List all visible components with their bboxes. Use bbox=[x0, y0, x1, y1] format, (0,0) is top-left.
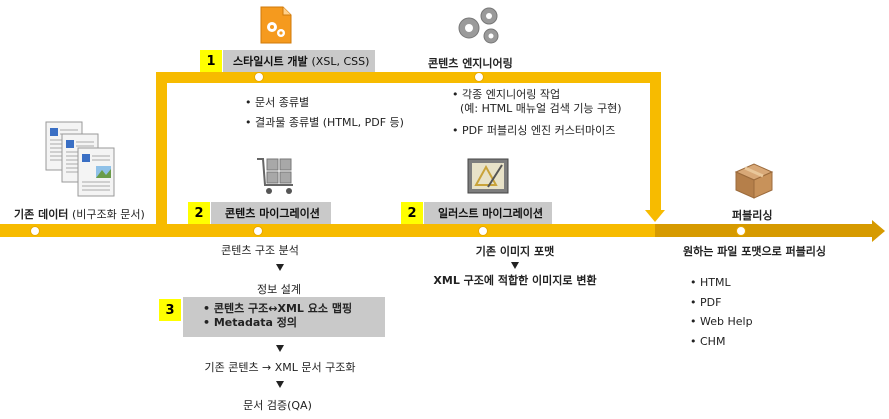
content-step-structure: 기존 콘텐츠 → XML 문서 구조화 bbox=[204, 361, 356, 374]
stylesheet-bullet-2: • 결과물 종류별 (HTML, PDF 등) bbox=[245, 116, 404, 129]
mapping-line-1: • 콘텐츠 구조↔XML 요소 맵핑 bbox=[203, 302, 353, 315]
illustration-migration-title: 일러스트 마이그레이션 bbox=[438, 207, 544, 220]
step-number-2-content: 2 bbox=[188, 202, 210, 224]
stylesheet-subtitle: (XSL, CSS) bbox=[311, 54, 370, 68]
timeline-arrow-dark bbox=[655, 224, 875, 237]
engine-bullet-2: • PDF 퍼블리싱 엔진 커스터마이즈 bbox=[452, 124, 616, 137]
illustration-step-format: 기존 이미지 포맷 bbox=[475, 245, 555, 258]
down-arrow-2 bbox=[276, 345, 284, 352]
publishing-formats: • HTML • PDF • Web Help • CHM bbox=[690, 273, 753, 351]
mapping-box: • 콘텐츠 구조↔XML 요소 맵핑 • Metadata 정의 bbox=[183, 297, 385, 337]
loop-dot-stylesheet bbox=[254, 72, 264, 82]
format-item-pdf: • PDF bbox=[690, 295, 722, 309]
engine-bullets: • 각종 엔지니어링 작업 (예: HTML 매뉴얼 검색 기능 구현) • P… bbox=[452, 88, 622, 138]
engine-title: 콘텐츠 엔지니어링 bbox=[428, 57, 513, 70]
illustration-step-convert: XML 구조에 적합한 이미지로 변환 bbox=[433, 274, 597, 287]
timeline-dot-legacy bbox=[30, 226, 40, 236]
format-item-html: • HTML bbox=[690, 276, 731, 289]
down-arrow-1 bbox=[276, 264, 284, 271]
publishing-title: 퍼블리싱 bbox=[732, 209, 773, 222]
timeline-dot-illustration bbox=[478, 226, 488, 236]
loop-arrowhead bbox=[645, 210, 665, 222]
stylesheet-bullet-1: • 문서 종류별 bbox=[245, 96, 310, 109]
content-step-analysis: 콘텐츠 구조 분석 bbox=[221, 244, 299, 257]
timeline-dot-content bbox=[253, 226, 263, 236]
format-item-chm: • CHM bbox=[690, 334, 726, 348]
mapping-line-2: • Metadata 정의 bbox=[203, 316, 297, 329]
down-arrow-illustration bbox=[511, 262, 519, 269]
gears-icon bbox=[455, 4, 505, 46]
loop-left bbox=[156, 72, 167, 232]
format-item-webhelp: • Web Help bbox=[690, 315, 753, 328]
step-number-2-illustration: 2 bbox=[401, 202, 423, 224]
loop-top bbox=[156, 72, 660, 83]
down-arrow-3 bbox=[276, 381, 284, 388]
step-number-1: 1 bbox=[200, 50, 222, 72]
box-icon bbox=[732, 160, 776, 200]
drafting-icon bbox=[466, 157, 512, 197]
stylesheet-bullets: • 문서 종류별 • 결과물 종류별 (HTML, PDF 등) bbox=[245, 93, 404, 133]
illustration-migration-box: 일러스트 마이그레이션 bbox=[424, 202, 552, 224]
content-step-qa: 문서 검증(QA) bbox=[243, 399, 312, 412]
loop-dot-engine bbox=[474, 72, 484, 82]
legacy-data-label: 기존 데이터 (비구조화 문서) bbox=[14, 206, 145, 222]
stylesheet-icon bbox=[259, 5, 293, 45]
loop-right bbox=[650, 72, 661, 212]
publishing-subtitle: 원하는 파일 포맷으로 퍼블리싱 bbox=[683, 245, 827, 258]
engine-bullet-1-detail: (예: HTML 매뉴얼 검색 기능 구현) bbox=[460, 102, 622, 115]
timeline-arrowhead bbox=[872, 220, 885, 242]
stylesheet-title: 스타일시트 개발 bbox=[233, 55, 308, 68]
cart-icon bbox=[255, 155, 297, 197]
timeline-dot-publishing bbox=[736, 226, 746, 236]
content-migration-box: 콘텐츠 마이그레이션 bbox=[211, 202, 331, 224]
legacy-data-subtitle: (비구조화 문서) bbox=[71, 208, 145, 221]
engine-bullet-1: • 각종 엔지니어링 작업 bbox=[452, 88, 561, 101]
step-number-3: 3 bbox=[159, 299, 181, 321]
timeline-bar bbox=[0, 224, 655, 237]
documents-icon bbox=[44, 120, 119, 200]
content-migration-title: 콘텐츠 마이그레이션 bbox=[225, 207, 320, 220]
content-step-design: 정보 설계 bbox=[257, 283, 301, 296]
legacy-data-title: 기존 데이터 bbox=[14, 208, 69, 221]
stylesheet-box: 스타일시트 개발 (XSL, CSS) bbox=[223, 50, 375, 72]
